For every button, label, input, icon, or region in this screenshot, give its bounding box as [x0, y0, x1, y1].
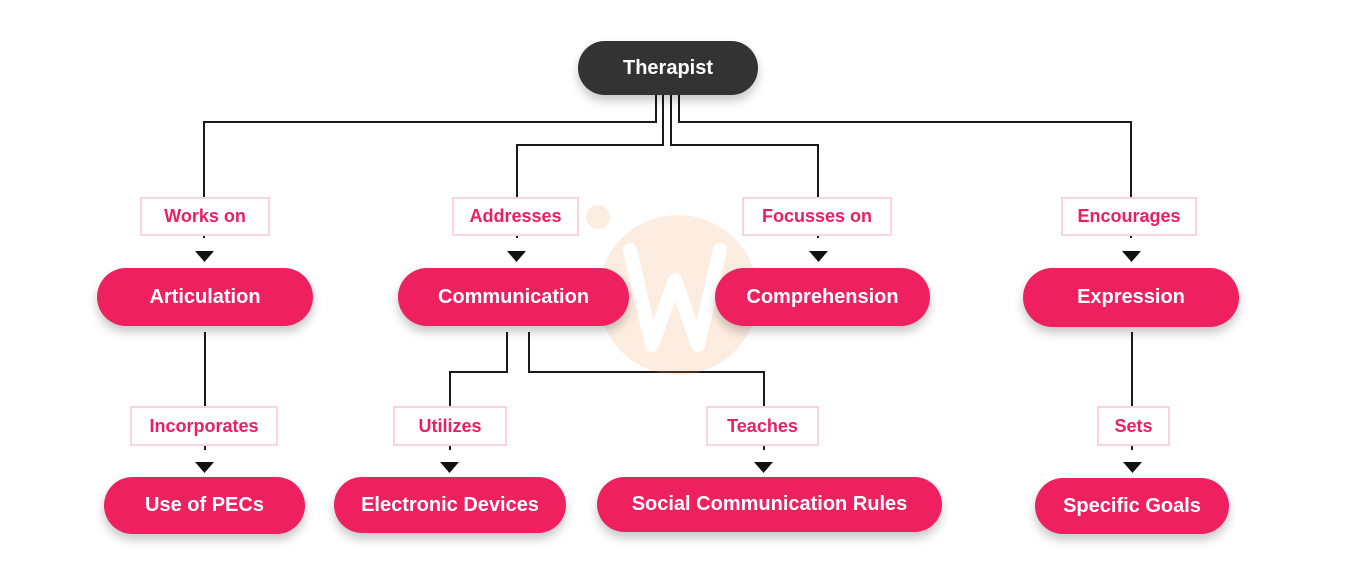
node-use-of-pecs: Use of PECs [104, 477, 305, 534]
relation-teaches: Teaches [706, 406, 819, 446]
connector-therapist-expression [678, 94, 1132, 238]
node-social-communication-rules: Social Communication Rules [597, 477, 942, 532]
relation-encourages: Encourages [1061, 197, 1197, 236]
arrowhead-devices [440, 462, 459, 473]
arrowhead-communication [507, 251, 526, 262]
node-communication: Communication [398, 268, 629, 326]
arrowhead-comprehension [809, 251, 828, 262]
node-comprehension: Comprehension [715, 268, 930, 326]
arrowhead-articulation [195, 251, 214, 262]
connector-therapist-articulation [203, 94, 657, 238]
node-electronic-devices: Electronic Devices [334, 477, 566, 533]
node-specific-goals: Specific Goals [1035, 478, 1229, 534]
relation-sets: Sets [1097, 406, 1170, 446]
relation-addresses: Addresses [452, 197, 579, 236]
relation-incorporates: Incorporates [130, 406, 278, 446]
arrowhead-expression [1122, 251, 1141, 262]
relation-focusses-on: Focusses on [742, 197, 892, 236]
watermark-logo-icon [586, 205, 758, 375]
connector-therapist-communication [516, 94, 664, 238]
arrowhead-social [754, 462, 773, 473]
arrowhead-goals [1123, 462, 1142, 473]
node-therapist: Therapist [578, 41, 758, 95]
node-articulation: Articulation [97, 268, 313, 326]
arrowhead-pecs [195, 462, 214, 473]
relation-utilizes: Utilizes [393, 406, 507, 446]
connector-therapist-comprehension [670, 94, 819, 238]
relation-works-on: Works on [140, 197, 270, 236]
node-expression: Expression [1023, 268, 1239, 327]
